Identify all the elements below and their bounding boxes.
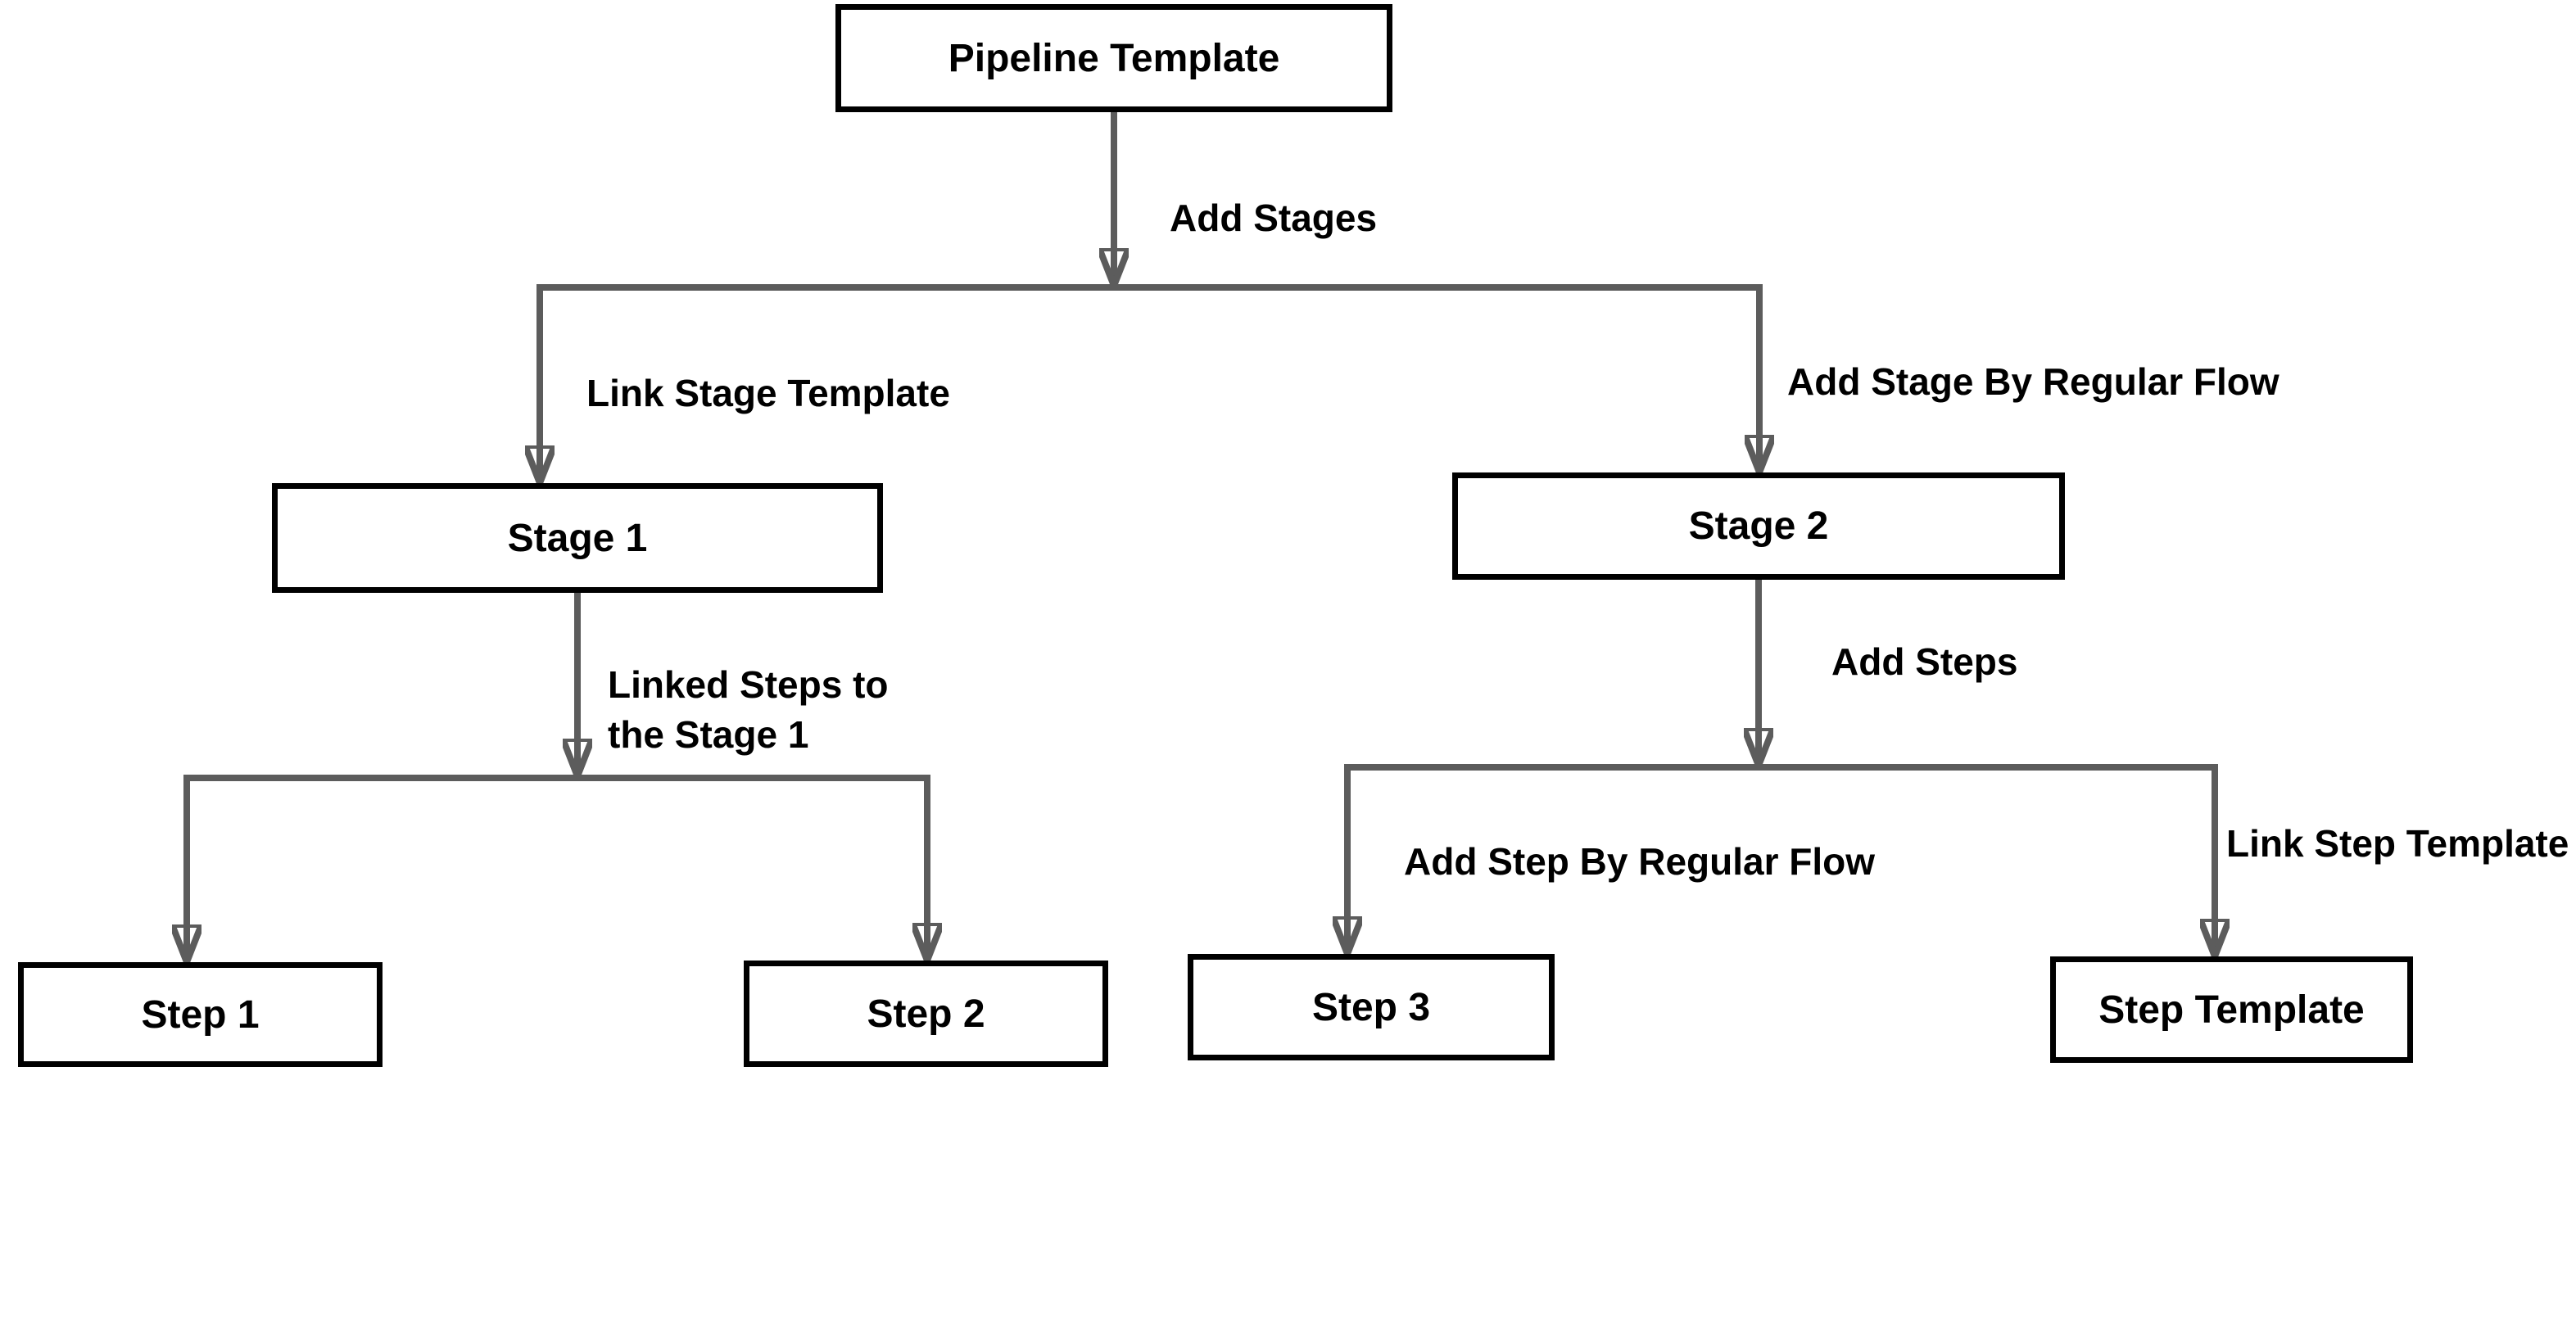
node-step-3: Step 3	[1188, 954, 1555, 1060]
node-stage-1: Stage 1	[272, 483, 883, 593]
edge-label-add-step-by-regular-flow: Add Step By Regular Flow	[1404, 840, 1876, 883]
edge-stages-branch-bar	[540, 284, 1759, 483]
node-pipeline-template: Pipeline Template	[835, 4, 1392, 112]
node-step-2: Step 2	[744, 961, 1108, 1067]
edge-label-linked-steps-to-the-stage-1: Linked Steps to the Stage 1	[608, 663, 889, 756]
edge-label-add-stage-by-regular-flow: Add Stage By Regular Flow	[1787, 360, 2279, 403]
edge-stage1-steps-branch-bar	[187, 775, 927, 962]
node-stage-2: Stage 2	[1452, 472, 2065, 580]
node-step-1: Step 1	[18, 962, 383, 1067]
edge-label-link-step-template: Link Step Template	[2226, 822, 2569, 865]
edge-label-add-stages: Add Stages	[1170, 197, 1378, 239]
edge-stage2-steps-branch-bar	[1347, 764, 2215, 956]
node-step-template: Step Template	[2050, 956, 2413, 1063]
edge-label-add-steps: Add Steps	[1831, 640, 2018, 683]
edge-label-link-stage-template: Link Stage Template	[586, 372, 950, 414]
